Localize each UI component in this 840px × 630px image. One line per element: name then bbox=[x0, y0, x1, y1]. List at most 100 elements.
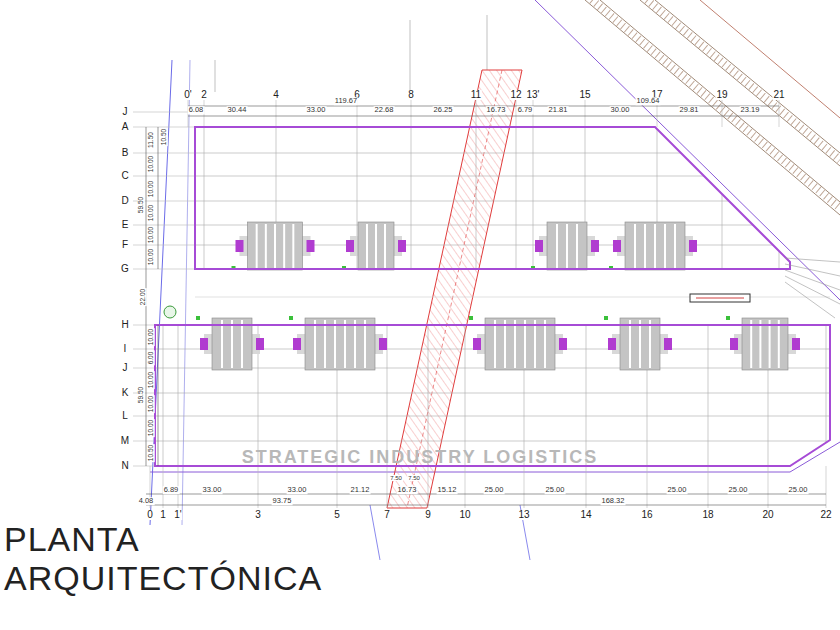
dock-leveler bbox=[236, 240, 244, 252]
grid-line bbox=[768, 466, 769, 508]
dock-door bbox=[494, 320, 496, 368]
grid-line bbox=[133, 441, 155, 442]
line-shape bbox=[592, 0, 840, 208]
dimension-lines bbox=[146, 106, 826, 505]
dock-marker bbox=[604, 316, 608, 320]
dimension-value: 23.19 bbox=[740, 106, 761, 114]
dock-door bbox=[334, 320, 336, 368]
dock-group bbox=[609, 222, 697, 270]
dock-leveler bbox=[307, 240, 315, 252]
dock-door bbox=[576, 224, 578, 268]
dimension-value: 29.81 bbox=[679, 106, 700, 114]
grid-line bbox=[133, 112, 195, 113]
dock-bay bbox=[248, 222, 303, 270]
dock-marker bbox=[196, 316, 200, 320]
dimension-value: 7.50 bbox=[407, 475, 421, 481]
line-shape bbox=[158, 325, 159, 466]
dimension-value: 119.67 bbox=[334, 97, 358, 105]
line-shape bbox=[785, 282, 835, 318]
grid-line bbox=[133, 416, 155, 417]
dock-door bbox=[221, 320, 223, 368]
grid-axis-letter: G bbox=[120, 264, 130, 274]
line-shape bbox=[410, 20, 411, 92]
dock-leveler bbox=[689, 240, 697, 252]
line-shape bbox=[785, 264, 840, 276]
grid-line bbox=[387, 466, 388, 508]
dock-leveler bbox=[613, 240, 621, 252]
dock-door bbox=[375, 224, 377, 268]
dock-door bbox=[639, 320, 641, 368]
dock-door bbox=[778, 320, 780, 368]
dock-leveler bbox=[200, 338, 208, 350]
dimension-value: 16.73 bbox=[486, 106, 507, 114]
line-shape bbox=[785, 258, 840, 262]
warehouse-south bbox=[155, 325, 830, 466]
grid-axis-letter: N bbox=[120, 461, 129, 471]
grid-line bbox=[133, 245, 195, 246]
grid-line bbox=[647, 466, 648, 508]
grid-axis-letter: E bbox=[121, 220, 130, 230]
dock-door bbox=[292, 224, 294, 268]
line-shape bbox=[158, 127, 159, 269]
dimension-value: 59.50 bbox=[138, 386, 145, 404]
dock-bay bbox=[547, 222, 587, 270]
line-shape bbox=[585, 0, 840, 215]
line-shape bbox=[215, 60, 216, 92]
line-shape bbox=[487, 15, 488, 70]
line-shape bbox=[655, 0, 840, 153]
grid-line bbox=[826, 325, 827, 443]
dimension-value: 10.50 bbox=[148, 444, 155, 462]
grid-axis-number: 0' bbox=[183, 90, 192, 100]
structural-grid bbox=[133, 100, 830, 508]
grid-line bbox=[133, 269, 195, 270]
grid-line bbox=[524, 466, 525, 508]
grid-line bbox=[133, 466, 155, 467]
grid-line bbox=[195, 201, 729, 202]
grid-line bbox=[133, 176, 195, 177]
grid-line bbox=[258, 466, 259, 508]
grid-axis-letter: K bbox=[121, 388, 130, 398]
grid-axis-letter: I bbox=[123, 344, 128, 354]
dimension-value: 10.00 bbox=[148, 180, 155, 198]
dock-door bbox=[750, 320, 752, 368]
dimension-value: 22.68 bbox=[374, 106, 395, 114]
grid-axis-letter: M bbox=[120, 436, 130, 446]
dimension-value: 4.08 bbox=[138, 497, 155, 505]
grid-line bbox=[195, 176, 704, 177]
dock-door bbox=[274, 224, 276, 268]
grid-axis-number: 3 bbox=[254, 510, 262, 520]
grid-line bbox=[586, 466, 587, 508]
dock-leveler bbox=[398, 240, 406, 252]
grid-axis-number: 1' bbox=[173, 510, 182, 520]
dock-leveler bbox=[379, 338, 387, 350]
dock-door bbox=[634, 224, 636, 268]
dimension-value: 25.00 bbox=[484, 486, 505, 494]
grid-line bbox=[465, 466, 466, 508]
dimension-value: 25.00 bbox=[545, 486, 566, 494]
grid-line bbox=[411, 127, 412, 269]
dimension-value: 21.81 bbox=[548, 106, 569, 114]
grid-line bbox=[133, 325, 155, 326]
dock-group bbox=[232, 222, 315, 270]
grid-axis-number: 18 bbox=[701, 510, 714, 520]
grid-line bbox=[133, 225, 195, 226]
line-shape bbox=[785, 276, 840, 304]
dock-leveler bbox=[730, 338, 738, 350]
railroad bbox=[585, 0, 840, 215]
dimension-value: 10.00 bbox=[148, 419, 155, 437]
dock-door bbox=[344, 320, 346, 368]
grid-axis-number: 5 bbox=[333, 510, 341, 520]
dimension-value: 6.89 bbox=[163, 486, 180, 494]
dock-door bbox=[283, 224, 285, 268]
dimension-value: 25.00 bbox=[667, 486, 688, 494]
dock-marker bbox=[469, 316, 473, 320]
grid-line bbox=[708, 466, 709, 508]
dock-leveler bbox=[591, 240, 599, 252]
grid-axis-letter: D bbox=[120, 196, 129, 206]
line-shape bbox=[600, 0, 840, 202]
dock-door bbox=[354, 320, 356, 368]
grid-line bbox=[204, 127, 205, 269]
grid-axis-letter: J bbox=[122, 363, 129, 373]
line-shape bbox=[700, 0, 840, 118]
